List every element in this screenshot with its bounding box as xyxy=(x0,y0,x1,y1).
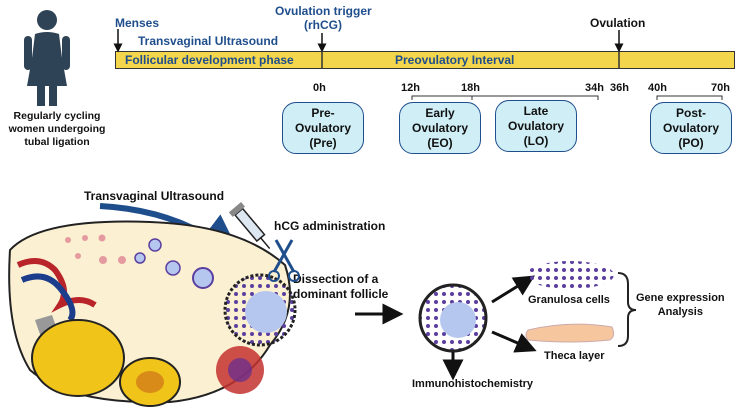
follicle-growing xyxy=(134,252,146,264)
scissors-icon xyxy=(268,239,300,282)
phase-line: Early xyxy=(425,105,455,120)
tick-12h: 12h xyxy=(401,82,420,94)
follicle-growing xyxy=(165,260,181,276)
follicle-small xyxy=(99,256,107,264)
phase-line: (PO) xyxy=(678,135,704,150)
phase-pre: Pre- Ovulatory (Pre) xyxy=(282,102,364,154)
ovulation-label: Ovulation xyxy=(590,16,646,30)
corpus-luteum xyxy=(31,319,125,397)
phase-lo: Late Ovulatory (LO) xyxy=(495,100,577,152)
ihc-label: Immunohistochemistry xyxy=(412,378,534,390)
tick-0h: 0h xyxy=(313,82,326,94)
phase-line: Pre- xyxy=(311,105,335,120)
timeline-bar xyxy=(115,51,735,69)
caption-line: women undergoing xyxy=(8,123,106,135)
gene-line: Analysis xyxy=(657,306,703,318)
vein-vessel xyxy=(20,273,76,322)
ovulation-trigger-label: Ovulation trigger (rhCG) xyxy=(275,4,372,32)
phase-po: Post- Ovulatory (PO) xyxy=(650,102,732,154)
eo-bracket xyxy=(411,95,473,100)
workflow-illustration xyxy=(8,202,637,407)
lo-bracket xyxy=(471,95,599,100)
isolated-antrum xyxy=(440,302,476,338)
granulosa-label: Granulosa cells xyxy=(528,294,610,306)
phase-line: (Pre) xyxy=(309,135,337,150)
phase-line: Post- xyxy=(676,105,706,120)
tvus-workflow-label: Transvaginal Ultrasound xyxy=(84,189,225,203)
corpus-luteum-center xyxy=(136,371,164,393)
woman-icon xyxy=(24,10,70,106)
tick-40h: 40h xyxy=(648,82,667,94)
preovulatory-interval-label: Preovulatory Interval xyxy=(395,53,515,67)
follicle-small xyxy=(98,234,106,242)
phase-line: Ovulatory xyxy=(662,120,719,135)
granulosa-cells xyxy=(526,261,614,289)
dissection-label: Dissection of a dominant follicle xyxy=(293,272,388,302)
phase-line: (LO) xyxy=(523,133,549,148)
tvus-timeline-label: Transvaginal Ultrasound xyxy=(138,34,279,48)
follicular-phase-label: Follicular development phase xyxy=(125,53,294,67)
phase-line: Ovulatory xyxy=(411,120,468,135)
theca-label: Theca layer xyxy=(544,350,605,362)
menses-label: Menses xyxy=(115,16,160,30)
follicle-growing xyxy=(148,238,162,252)
syringe-icon xyxy=(228,202,271,250)
follicle-small xyxy=(82,235,88,241)
caption-line: tubal ligation xyxy=(24,136,90,148)
hcg-label: hCG administration xyxy=(274,219,386,233)
gene-brace xyxy=(617,272,637,347)
phase-line: Late xyxy=(523,103,549,118)
dissection-line: dominant follicle xyxy=(293,287,389,301)
phase-line: (EO) xyxy=(427,135,453,150)
woman-caption: Regularly cycling women undergoing tubal… xyxy=(2,110,112,149)
trigger-line: Ovulation trigger xyxy=(275,4,372,18)
tick-18h: 18h xyxy=(461,82,480,94)
tick-70h: 70h xyxy=(711,82,730,94)
caption-line: Regularly cycling xyxy=(13,110,101,122)
timeline-arrows xyxy=(113,29,723,100)
follicle-small xyxy=(118,256,126,264)
follicle-small xyxy=(75,253,81,259)
dissection-line: Dissection of a xyxy=(293,272,379,286)
po-bracket xyxy=(656,95,723,100)
to-granulosa-arrow xyxy=(491,275,535,304)
phase-line: Ovulatory xyxy=(294,120,351,135)
phase-line: Ovulatory xyxy=(507,118,564,133)
to-theca-arrow xyxy=(491,330,537,353)
follicle-antral xyxy=(192,267,214,289)
gene-line: Gene expression xyxy=(636,292,725,304)
dominant-antrum xyxy=(245,291,287,333)
phase-eo: Early Ovulatory (EO) xyxy=(399,102,481,154)
theca-strip xyxy=(525,323,615,343)
tick-34h: 34h xyxy=(585,82,604,94)
ruptured-center xyxy=(228,358,252,382)
follicle-small xyxy=(65,237,71,243)
trigger-line: (rhCG) xyxy=(304,18,342,32)
gene-expression-label: Gene expression Analysis xyxy=(636,291,725,319)
tick-36h: 36h xyxy=(610,82,629,94)
